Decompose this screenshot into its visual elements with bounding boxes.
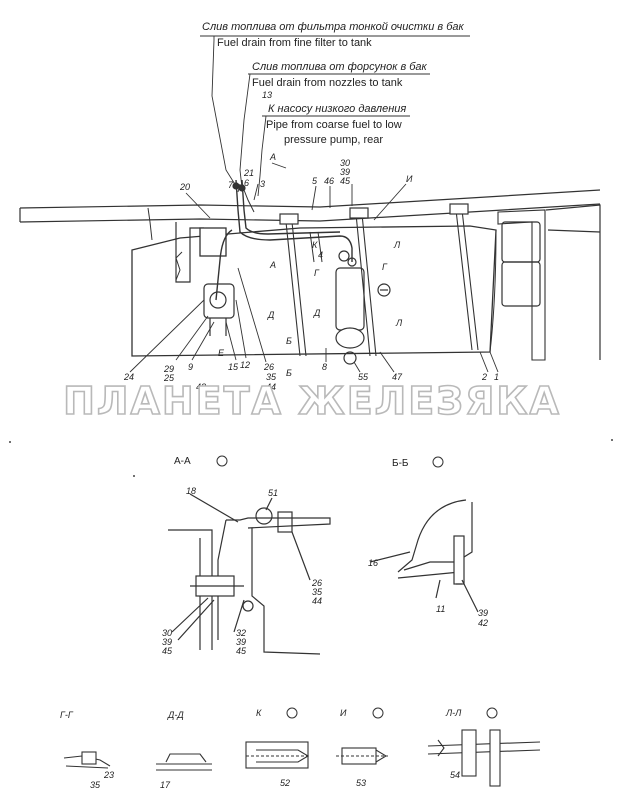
callout-low-pump-en-2: pressure pump, rear (284, 134, 383, 146)
part-44: 44 (266, 382, 276, 392)
aa-part-26: 26 (311, 578, 322, 588)
part-3: 3 (260, 179, 265, 189)
section-ll-title: Л-Л (445, 708, 462, 718)
mark-E: Е (218, 348, 225, 358)
fuel-pipes (215, 179, 353, 301)
k-part-52: 52 (280, 778, 290, 788)
part-35: 35 (266, 372, 277, 382)
mark-L-bot: Л (395, 318, 403, 328)
part-2: 2 (481, 372, 487, 382)
main-assembly (19, 179, 601, 365)
i-part-53: 53 (356, 778, 366, 788)
part-6: 6 (244, 178, 249, 188)
section-bb: Б-Б 16 11 39 42 (368, 456, 488, 628)
part-24: 24 (123, 372, 134, 382)
bb-part-39: 39 (478, 608, 488, 618)
aa-part-45b: 45 (236, 646, 247, 656)
part-5: 5 (312, 176, 318, 186)
part-46: 46 (324, 176, 334, 186)
callout-nozzles-en: Fuel drain from nozzles to tank (252, 77, 403, 89)
bb-part-16: 16 (368, 558, 378, 568)
callout-nozzles-ru: Слив топлива от форсунок в бак (252, 61, 428, 73)
part-43: 43 (196, 382, 206, 392)
mark-B-bot: Б (286, 368, 292, 378)
watermark-text: ПЛАНЕТА ЖЕЛЕЗЯКА (63, 379, 561, 423)
callout-low-pump-en-1: Pipe from coarse fuel to low (266, 119, 402, 131)
aa-part-35: 35 (312, 587, 323, 597)
mark-D-right: Д (313, 308, 321, 318)
mark-D-left: Д (267, 310, 275, 320)
gg-part-23: 23 (103, 770, 114, 780)
aa-part-18: 18 (186, 486, 196, 496)
view-marks: А А И К Л Л Г Г Д Д Б Б Е (218, 152, 413, 378)
aa-part-39: 39 (162, 637, 172, 647)
part-39: 39 (340, 167, 350, 177)
drain-plug (377, 283, 391, 297)
part-20: 20 (179, 182, 190, 192)
frame-member (19, 189, 601, 223)
callout-texts: Слив топлива от фильтра тонкой очистки в… (202, 21, 464, 146)
part-number-labels: 13 21 6 7 20 3 5 46 30 39 45 4 2 1 8 9 1… (123, 90, 499, 392)
part-9: 9 (188, 362, 193, 372)
part-21: 21 (243, 168, 254, 178)
part-7: 7 (228, 180, 234, 190)
callout-fine-filter-en: Fuel drain from fine filter to tank (217, 37, 372, 49)
part-26: 26 (263, 362, 274, 372)
mark-B-top: Б (286, 336, 292, 346)
tank-strap-1 (285, 221, 307, 357)
section-dd-title: Д-Д (167, 710, 184, 720)
section-i-title: И (340, 708, 347, 718)
scan-specks (9, 439, 613, 477)
fuel-sender (335, 267, 365, 331)
part-15: 15 (228, 362, 239, 372)
part-4: 4 (318, 250, 323, 260)
mark-G-right: Г (382, 262, 388, 272)
part-29: 29 (163, 364, 174, 374)
aa-part-32: 32 (236, 628, 246, 638)
mark-L-top: Л (393, 240, 401, 250)
leader-lines (129, 35, 499, 373)
section-aa-title: А-А (174, 456, 191, 467)
part-45: 45 (340, 176, 351, 186)
coarse-filter (199, 227, 227, 257)
bb-part-42: 42 (478, 618, 488, 628)
mark-I: И (406, 174, 413, 184)
section-aa: А-А 18 51 26 35 44 30 39 45 (162, 455, 331, 656)
ll-part-54: 54 (450, 770, 460, 780)
mark-A-top: А (269, 152, 276, 162)
part-47: 47 (392, 372, 403, 382)
mark-K: К (312, 240, 318, 250)
section-dd: Д-Д 17 (156, 710, 212, 790)
part-1: 1 (494, 372, 499, 382)
section-gg-title: Г-Г (60, 710, 74, 720)
part-12: 12 (240, 360, 250, 370)
gg-part-35: 35 (90, 780, 101, 790)
mark-G-left: Г (314, 268, 320, 278)
callout-fine-filter-ru: Слив топлива от фильтра тонкой очистки в… (202, 21, 464, 33)
part-13: 13 (262, 90, 272, 100)
section-i: И 53 (336, 707, 388, 788)
callout-low-pump-ru: К насосу низкого давления (268, 103, 406, 115)
section-k: К 52 (245, 707, 310, 788)
part-55: 55 (358, 372, 369, 382)
aa-part-39b: 39 (236, 637, 246, 647)
tank-strap-2 (355, 213, 377, 357)
section-ll: Л-Л 54 (427, 707, 541, 787)
part-30: 30 (340, 158, 350, 168)
aa-part-44: 44 (312, 596, 322, 606)
section-bb-title: Б-Б (392, 458, 409, 469)
aa-part-30: 30 (162, 628, 172, 638)
bb-part-11: 11 (436, 604, 445, 614)
part-8: 8 (322, 362, 327, 372)
mark-A-mid: А (269, 260, 276, 270)
dd-part-17: 17 (160, 780, 171, 790)
tank-strap-3 (455, 209, 479, 351)
aa-part-45: 45 (162, 646, 173, 656)
aa-part-51: 51 (268, 488, 278, 498)
section-gg: Г-Г 23 35 (60, 710, 114, 790)
part-25: 25 (163, 373, 175, 383)
section-k-title: К (256, 708, 262, 718)
